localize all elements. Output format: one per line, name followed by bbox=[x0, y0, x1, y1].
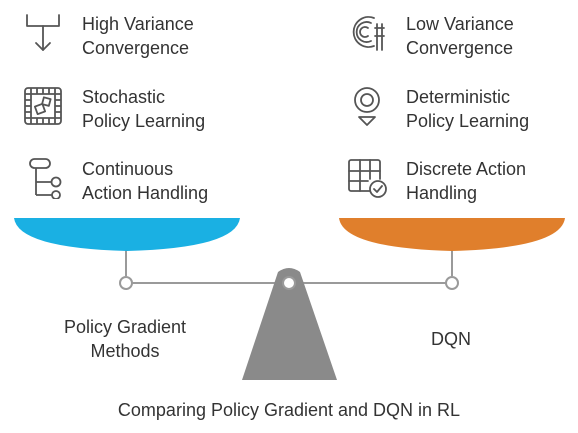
feature-line1: Discrete Action bbox=[406, 159, 527, 179]
feature-discrete-action: Discrete Action Handling bbox=[346, 157, 578, 205]
fingerprint-icon bbox=[346, 12, 388, 54]
feature-line2: Convergence bbox=[406, 38, 514, 58]
feature-line2: Policy Learning bbox=[406, 111, 530, 131]
diagram-caption: Comparing Policy Gradient and DQN in RL bbox=[117, 400, 461, 420]
right-beam-joint bbox=[445, 276, 459, 290]
label-line2: Methods bbox=[90, 341, 160, 361]
policy-gradient-label: Policy Gradient Methods bbox=[30, 315, 220, 363]
board-game-icon bbox=[22, 85, 64, 127]
right-pan bbox=[339, 218, 565, 251]
feature-line1: Deterministic bbox=[406, 87, 511, 107]
feature-line1: Stochastic bbox=[82, 87, 166, 107]
grid-check-icon bbox=[346, 157, 388, 199]
pivot-joint bbox=[282, 276, 296, 290]
fulcrum bbox=[242, 268, 337, 380]
arrow-down-bracket-icon bbox=[22, 12, 64, 54]
left-pan bbox=[14, 218, 240, 251]
feature-low-variance: Low Variance Convergence bbox=[346, 12, 578, 60]
feature-line2: Convergence bbox=[82, 38, 190, 58]
feature-continuous-action: Continuous Action Handling bbox=[22, 157, 262, 205]
feature-line1: Continuous bbox=[82, 159, 174, 179]
feature-line2: Handling bbox=[406, 183, 478, 203]
feature-deterministic-policy: Deterministic Policy Learning bbox=[346, 85, 578, 133]
label-line1: Policy Gradient bbox=[63, 317, 187, 337]
dqn-label: DQN bbox=[431, 329, 471, 349]
feature-stochastic-policy: Stochastic Policy Learning bbox=[22, 85, 262, 133]
feature-high-variance: High Variance Convergence bbox=[22, 12, 262, 60]
left-beam-joint bbox=[119, 276, 133, 290]
feature-line1: High Variance bbox=[82, 14, 194, 34]
branching-nodes-icon bbox=[22, 157, 64, 199]
target-pin-icon bbox=[346, 85, 388, 127]
feature-line1: Low Variance bbox=[406, 14, 514, 34]
feature-line2: Action Handling bbox=[82, 183, 209, 203]
feature-line2: Policy Learning bbox=[82, 111, 206, 131]
